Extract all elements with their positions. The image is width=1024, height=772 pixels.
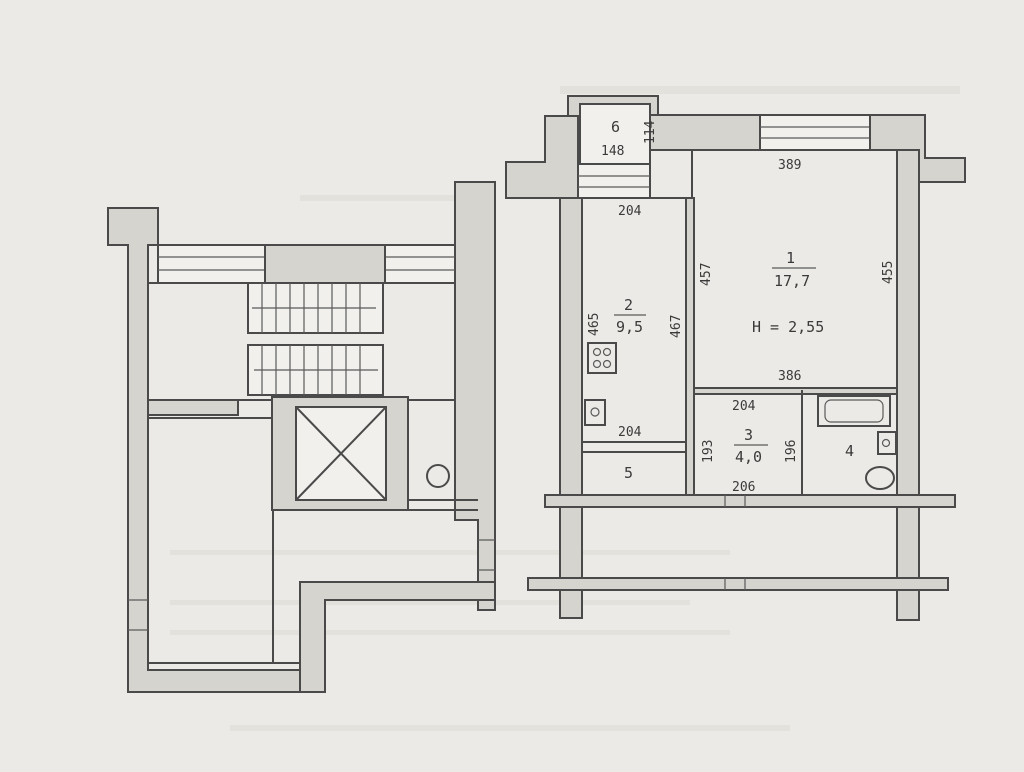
dimension-labels: 389 457 455 386 204 465 467 204 204 193 … — [587, 158, 896, 495]
dim-room3-left: 193 — [701, 440, 716, 463]
background-ghost-text — [170, 86, 960, 731]
dim-room1-left: 457 — [699, 263, 714, 286]
dim-room1-top: 389 — [778, 158, 801, 173]
room-6-width: 148 — [601, 144, 624, 159]
dim-room3-bottom: 206 — [732, 480, 755, 495]
dim-room2-left: 465 — [587, 313, 602, 336]
dim-room3-top: 204 — [732, 399, 756, 414]
ceiling-height: H = 2,55 — [752, 318, 824, 336]
room-2-area: 9,5 — [616, 318, 643, 336]
stairwell-block — [107, 181, 496, 693]
room-1-number: 1 — [786, 249, 795, 267]
room-5-number: 5 — [624, 464, 633, 482]
room-2-number: 2 — [624, 296, 633, 314]
room-labels: 6 114 148 1 17,7 H = 2,55 2 9,5 3 4,0 4 … — [601, 118, 854, 482]
room-3-number: 3 — [744, 426, 753, 444]
dim-room1-right: 455 — [881, 261, 896, 284]
room-3-area: 4,0 — [735, 448, 762, 466]
dim-room2-right: 467 — [669, 315, 684, 338]
dim-room2-top: 204 — [618, 204, 642, 219]
apartment-block — [505, 95, 966, 621]
dim-room2-bottom: 204 — [618, 425, 642, 440]
room-6-number: 6 — [611, 118, 620, 136]
room-6-depth: 114 — [643, 120, 658, 144]
dim-room1-bottom: 386 — [778, 369, 801, 384]
room-4-number: 4 — [845, 442, 854, 460]
dim-room3-right: 196 — [784, 440, 799, 463]
room-1-area: 17,7 — [774, 272, 810, 290]
